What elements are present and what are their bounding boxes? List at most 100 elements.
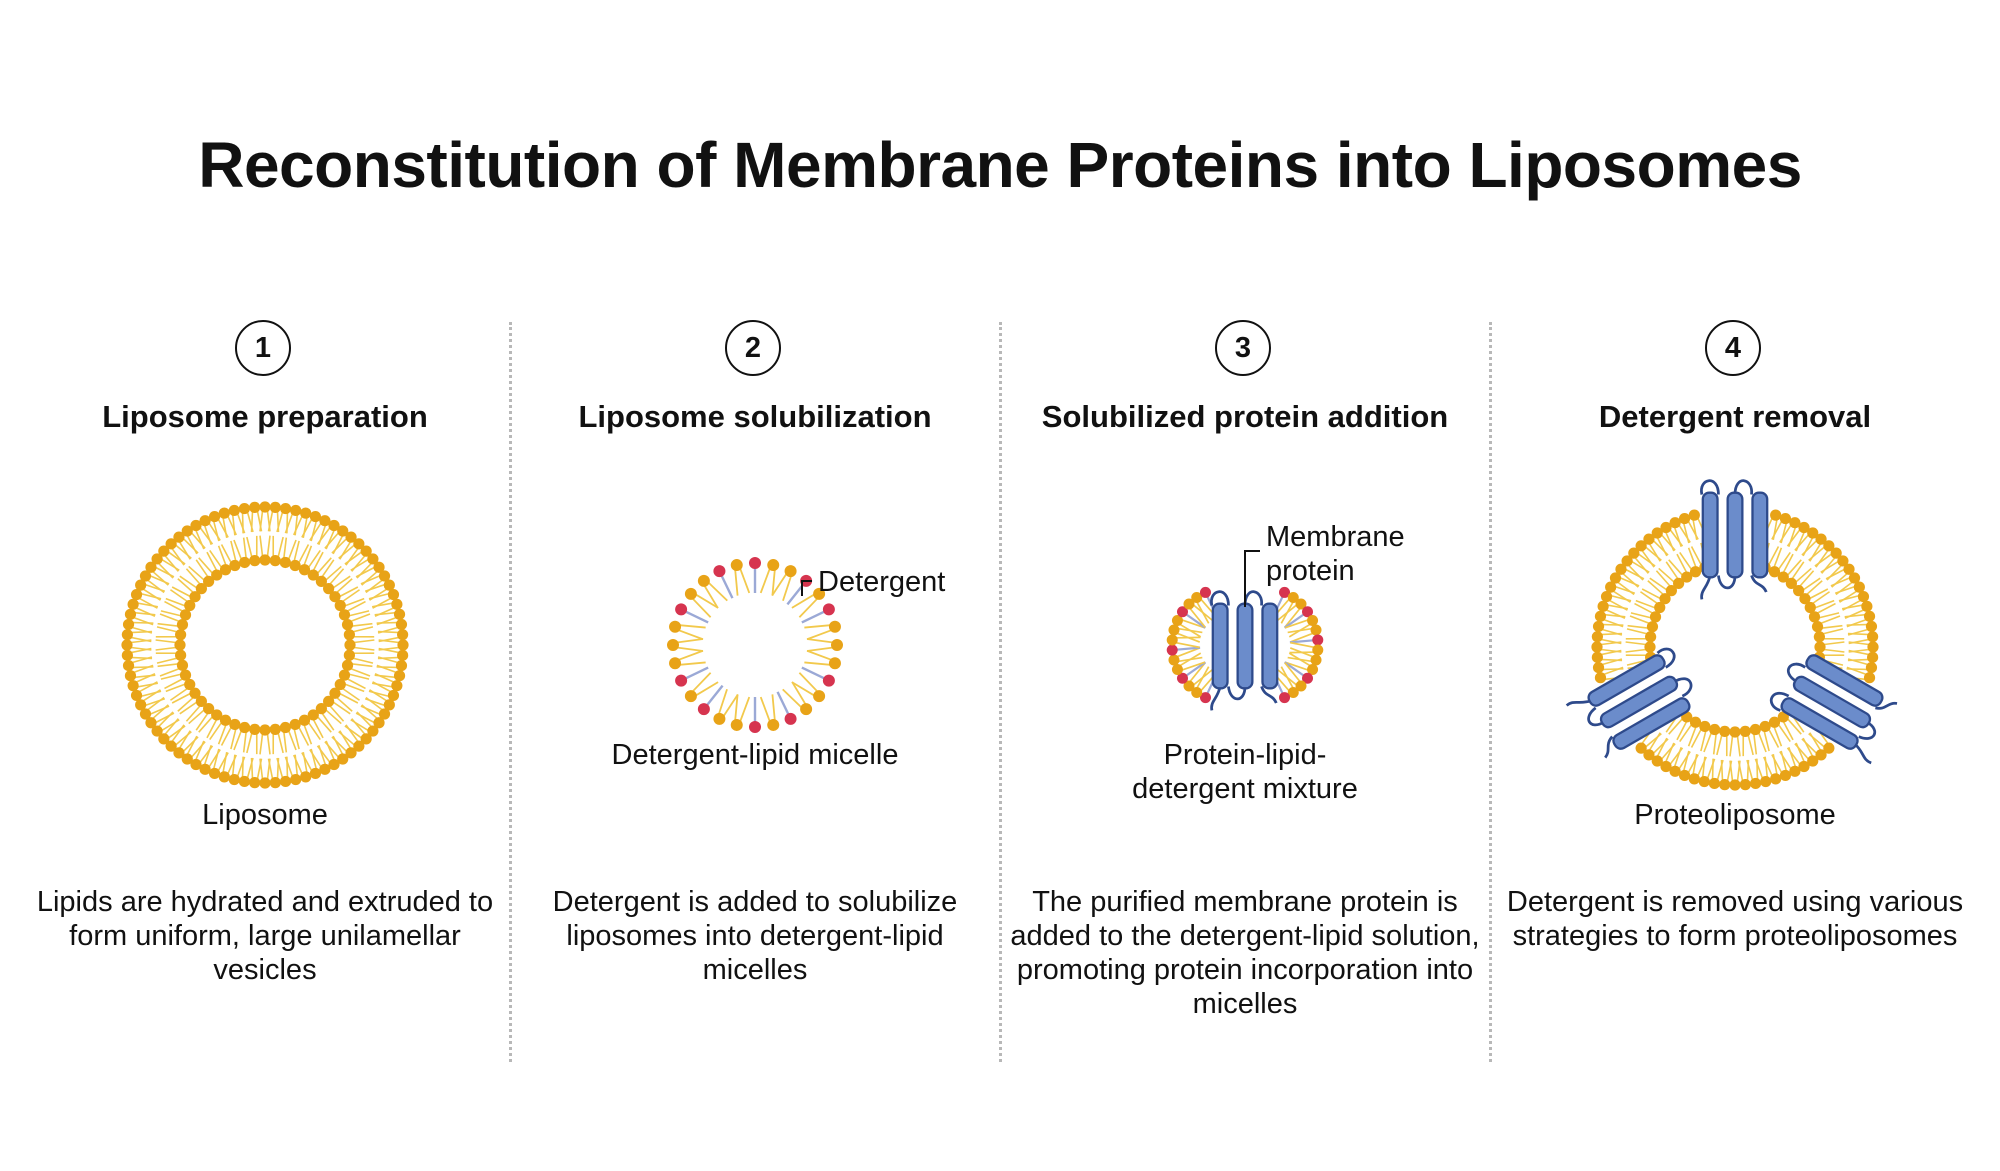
lipid-head — [1815, 533, 1827, 545]
lipid-head — [341, 619, 354, 631]
lipid-head — [1681, 571, 1693, 583]
lipid-head — [1307, 664, 1319, 676]
lipid-head — [319, 515, 331, 527]
lipid-head — [367, 725, 379, 737]
lipid-head — [1867, 631, 1879, 643]
lipid-head — [121, 649, 133, 661]
lipid-head — [279, 556, 291, 569]
lipid-head — [1635, 742, 1647, 754]
liposome-figure — [121, 501, 409, 789]
lipid-head — [1168, 624, 1180, 636]
lipid-head — [259, 554, 271, 566]
lipid-head — [1799, 593, 1811, 605]
lipid-head — [259, 501, 271, 513]
lipid-head — [1307, 614, 1319, 626]
protein-helix — [1599, 675, 1679, 729]
lipid-head — [397, 629, 409, 641]
lipid-head — [259, 777, 271, 789]
lipid-head — [345, 747, 357, 759]
lipid-head — [1749, 723, 1761, 736]
detergent-head — [1199, 586, 1211, 598]
lipid-head — [1597, 600, 1609, 612]
lipid-head — [289, 559, 301, 572]
lipid-head — [219, 564, 232, 576]
lipid-head — [211, 569, 223, 581]
lipid-head — [713, 712, 726, 725]
lipid-head — [1853, 581, 1865, 593]
lipid-head — [229, 718, 241, 731]
lipid-head — [249, 501, 261, 513]
lipid-head — [127, 680, 139, 692]
lipid-head — [176, 659, 189, 671]
lipid-head — [181, 753, 193, 765]
lipid-head — [393, 670, 406, 682]
lipid-head — [174, 639, 186, 651]
lipid-head — [1183, 598, 1195, 610]
proteoliposome-bilayer — [1591, 509, 1879, 791]
divider-3 — [1489, 322, 1492, 1062]
lipid-head — [199, 515, 211, 527]
lipid-head — [279, 721, 291, 734]
lipid-head — [383, 579, 395, 591]
lipid-head — [684, 690, 697, 703]
lipid-head — [767, 559, 780, 572]
lipid-head — [218, 507, 230, 519]
lipid-head — [1171, 664, 1183, 676]
lipid-head — [307, 709, 319, 721]
lipid-head — [190, 758, 202, 771]
lipid-head — [328, 758, 340, 771]
lipid-head — [1168, 654, 1180, 666]
lipid-head — [730, 718, 743, 731]
lipid-head — [179, 609, 192, 621]
lipid-head — [1760, 775, 1772, 788]
detergent-head — [1176, 672, 1188, 684]
lipid-head — [124, 670, 137, 682]
lipid-head — [1191, 591, 1203, 603]
lipid-head — [151, 725, 163, 737]
lipid-head — [1759, 720, 1771, 733]
lipid-head — [397, 649, 409, 661]
lipid-head — [1312, 644, 1324, 656]
lipid-head — [130, 588, 143, 601]
lipid-head — [1749, 777, 1762, 790]
lipid-head — [813, 587, 826, 600]
lipid-head — [353, 538, 365, 550]
lipid-head — [338, 609, 351, 621]
lipid-head — [135, 699, 147, 711]
lipid-head — [190, 519, 202, 532]
lipid-head — [122, 618, 135, 631]
lipid-head — [1823, 540, 1835, 552]
lipid-head — [367, 553, 379, 565]
lipid-head — [1287, 687, 1299, 699]
lipid-head — [1591, 631, 1603, 643]
lipid-head — [1708, 777, 1721, 790]
lipid-head — [173, 531, 185, 543]
lipid-head — [767, 718, 780, 731]
lipid-head — [1779, 769, 1792, 782]
lipid-head — [307, 569, 319, 581]
lipid-head — [1651, 527, 1663, 539]
lipid-head — [684, 587, 697, 600]
lipid-head — [1310, 654, 1322, 666]
lipid-head — [1779, 512, 1792, 525]
lipid-head — [1739, 725, 1751, 737]
lipid-head — [289, 718, 301, 731]
lipid-head — [1689, 716, 1702, 728]
lipid-head — [1615, 563, 1627, 575]
detergent-head — [1199, 692, 1211, 704]
detergent-head — [749, 557, 761, 569]
lipid-head — [1808, 611, 1821, 623]
lipid-head — [1295, 598, 1307, 610]
detergent-head — [1279, 692, 1291, 704]
lipid-head — [1665, 585, 1677, 597]
lipid-head — [1698, 775, 1710, 788]
lipid-head — [1600, 590, 1613, 603]
membrane-protein-callout-line-1: Membrane — [1266, 521, 1405, 553]
lipid-head — [1621, 555, 1633, 567]
detergent-lipid-micelle — [667, 557, 843, 733]
step-1-title: Liposome preparation — [102, 399, 428, 434]
lipid-head — [319, 763, 331, 775]
lipid-head — [151, 553, 163, 565]
lipid-head — [393, 608, 406, 620]
lipid-head — [1592, 620, 1605, 633]
